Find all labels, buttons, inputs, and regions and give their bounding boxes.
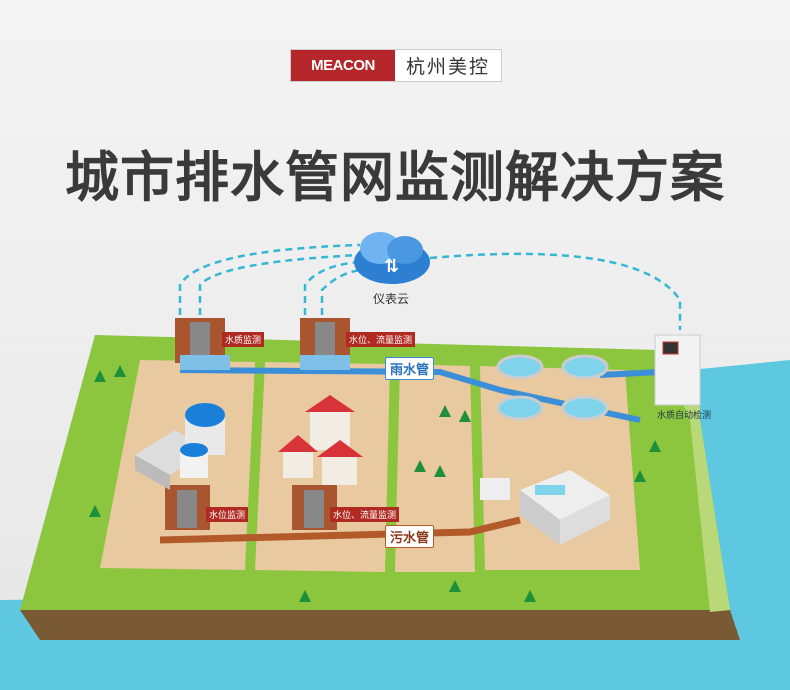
sewage-pipe [159, 516, 521, 544]
page-title: 城市排水管网监测解决方案 [65, 146, 725, 209]
logo-brand: MEACON [291, 50, 395, 81]
cloud-label: 仪表云 [373, 292, 410, 306]
rain-pipe-label: 雨水管 [385, 357, 435, 380]
station-water-quality [175, 318, 230, 370]
trees [89, 365, 661, 602]
cloud-icon: ⇅ [354, 232, 430, 284]
riverbank [660, 345, 730, 612]
station-flow-top [300, 318, 350, 370]
water-quality-cabinet [654, 334, 701, 406]
station-level [165, 485, 210, 530]
sewage-pipe-label: 污水管 [385, 525, 435, 548]
treatment-plant [480, 470, 610, 545]
cabinet-label: 水质自动检测 [657, 411, 712, 421]
factory [135, 403, 225, 490]
land-edge [20, 610, 740, 640]
station-label: 水位、流量监测 [346, 332, 416, 347]
svg-text:⇅: ⇅ [384, 256, 399, 277]
plot-3 [395, 364, 475, 572]
logo-company-name: 杭州美控 [405, 56, 490, 78]
station-label: 水位监测 [206, 507, 249, 522]
wireless-links [178, 243, 682, 330]
station-label: 水位、流量监测 [330, 507, 400, 522]
station-label: 水质监测 [222, 332, 265, 347]
treatment-tanks [496, 354, 609, 421]
station-flow-bottom [292, 485, 337, 530]
houses [278, 395, 363, 485]
meacon-logo: MEACON 杭州美控 [290, 49, 502, 82]
